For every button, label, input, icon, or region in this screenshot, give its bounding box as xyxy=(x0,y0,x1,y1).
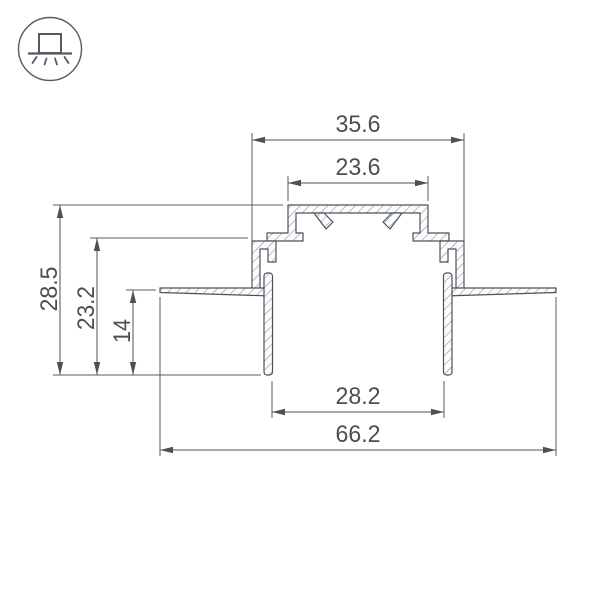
dimension-cap-width: 23.6 xyxy=(287,154,429,201)
arrowhead-left xyxy=(160,446,173,454)
arrowhead-top xyxy=(56,205,64,218)
dimension-label: 14 xyxy=(109,319,136,343)
profile-cap xyxy=(266,204,450,242)
icon-circle xyxy=(17,16,83,82)
arrowhead-bottom xyxy=(56,362,64,375)
arrowhead-right xyxy=(543,446,556,454)
dimension-label: 23.6 xyxy=(336,154,381,181)
dimension-leg-span: 28.2 xyxy=(271,381,445,418)
recessed-light-icon xyxy=(17,16,83,82)
arrowhead-bottom xyxy=(93,362,101,375)
icon-light-rays xyxy=(31,56,70,66)
arrowhead-left xyxy=(252,136,265,144)
profile-leg-left xyxy=(263,272,274,376)
dimension-overall-width: 66.2 xyxy=(159,297,557,456)
arrowhead-bottom xyxy=(129,362,137,375)
icon-fixture-box xyxy=(38,33,62,54)
dimension-label: 66.2 xyxy=(336,421,381,448)
arrowhead-right xyxy=(431,408,444,416)
dimension-label: 35.6 xyxy=(336,111,381,138)
arrowhead-right xyxy=(451,136,464,144)
arrowhead-left xyxy=(288,179,301,187)
profile-wing-left xyxy=(159,287,273,297)
profile-cap-tooth-right xyxy=(382,212,403,230)
dimension-total-height: 28.5 xyxy=(36,204,283,376)
dimension-step-width: 35.6 xyxy=(251,111,465,287)
dimension-label: 28.2 xyxy=(336,383,381,410)
profile-cap-tooth-left xyxy=(313,212,334,230)
dimension-label: 28.5 xyxy=(36,267,63,312)
profile-cross-section xyxy=(159,204,557,376)
arrowhead-right xyxy=(415,179,428,187)
dimension-label: 23.2 xyxy=(73,286,100,330)
arrowhead-top xyxy=(93,238,101,251)
arrowhead-top xyxy=(129,290,137,303)
dimension-leg-height: 14 xyxy=(109,289,156,375)
profile-wing-right xyxy=(443,287,557,297)
arrowhead-left xyxy=(272,408,285,416)
dimension-recess-height: 23.2 xyxy=(73,237,248,375)
profile-leg-right xyxy=(442,272,453,376)
